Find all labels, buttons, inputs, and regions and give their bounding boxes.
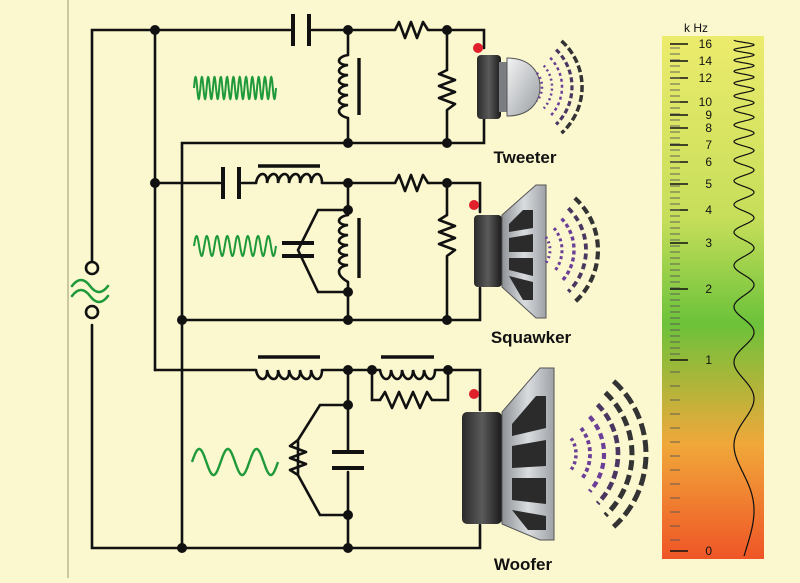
resistor-woofer-shunt (288, 438, 308, 477)
frequency-tick-label: 7 (705, 138, 712, 152)
circuit-wires (90, 28, 486, 550)
frequency-tick-label: 6 (705, 155, 712, 169)
capacitor-squawker-shunt (282, 241, 314, 258)
sound-wave-arc (595, 402, 621, 506)
squawker-signal-wave (193, 235, 277, 257)
sound-wave-arc (542, 64, 554, 110)
tweeter-label: Tweeter (494, 148, 557, 167)
sound-wave-arc (560, 217, 576, 283)
woofer-signal-wave (190, 447, 280, 477)
tweeter-polarity-dot (473, 43, 483, 53)
tweeter-signal-wave (193, 75, 277, 101)
sound-wave-arc (573, 196, 600, 304)
woofer-polarity-dot (469, 389, 479, 399)
frequency-tick-label: 12 (699, 71, 713, 85)
sound-wave-arc (588, 415, 607, 493)
frequency-tick-label: 14 (699, 54, 713, 68)
frequency-tick-label: 4 (705, 203, 712, 217)
frequency-sweep-wave (733, 39, 755, 557)
capacitor-squawker-series (221, 167, 241, 199)
resistor-squawker-series (393, 173, 430, 193)
capacitor-woofer-shunt (332, 450, 364, 470)
inductor-woofer-series (254, 355, 324, 381)
frequency-unit-label: k Hz (684, 21, 708, 35)
frequency-tick-label: 0 (705, 544, 712, 558)
inductor-tweeter (337, 53, 361, 120)
sound-wave-arc (554, 48, 574, 126)
sound-wave-arc (569, 437, 578, 471)
frequency-ticks (670, 43, 688, 552)
sound-wave-arc (549, 56, 564, 118)
woofer-speaker-icon (462, 367, 555, 541)
resistor-tweeter-series (393, 20, 430, 40)
sound-wave-arc (552, 227, 564, 273)
inductor-squawker-shunt (337, 213, 361, 284)
squawker-sound-waves (544, 196, 600, 304)
sound-wave-arc (579, 426, 592, 482)
tweeter-speaker-icon (477, 55, 541, 119)
frequency-tick-label: 1 (705, 353, 712, 367)
sound-wave-arc (560, 39, 584, 135)
squawker-label: Squawker (491, 328, 572, 347)
input-terminals (84, 260, 100, 320)
resistor-woofer-parallel (378, 390, 435, 410)
sound-wave-arc (603, 390, 635, 518)
junction-dots (150, 25, 453, 553)
sound-wave-arc (535, 72, 544, 102)
frequency-tick-label: 5 (705, 177, 712, 191)
inductor-woofer-parallel (378, 355, 437, 381)
woofer-label: Woofer (494, 555, 553, 574)
frequency-tick-label: 8 (705, 121, 712, 135)
squawker-speaker-icon (474, 184, 547, 319)
sound-wave-arc (544, 236, 552, 264)
frequency-tick-label: 2 (705, 282, 712, 296)
sound-wave-arc (566, 206, 588, 294)
frequency-tick-label: 16 (699, 37, 713, 51)
frequency-tick-label: 9 (705, 108, 712, 122)
frequency-tick-label: 3 (705, 236, 712, 250)
resistor-squawker-shunt (437, 213, 457, 262)
frequency-gradient-bar (662, 36, 764, 559)
tweeter-sound-waves (535, 39, 584, 135)
frequency-tick-label: 10 (699, 95, 713, 109)
inductor-squawker-series (254, 164, 324, 184)
woofer-sound-waves (569, 379, 649, 529)
ac-signal-icon (70, 278, 110, 304)
sound-wave-arc (611, 379, 649, 529)
squawker-polarity-dot (469, 200, 479, 210)
capacitor-tweeter (291, 14, 311, 46)
resistor-tweeter-shunt (437, 68, 457, 115)
